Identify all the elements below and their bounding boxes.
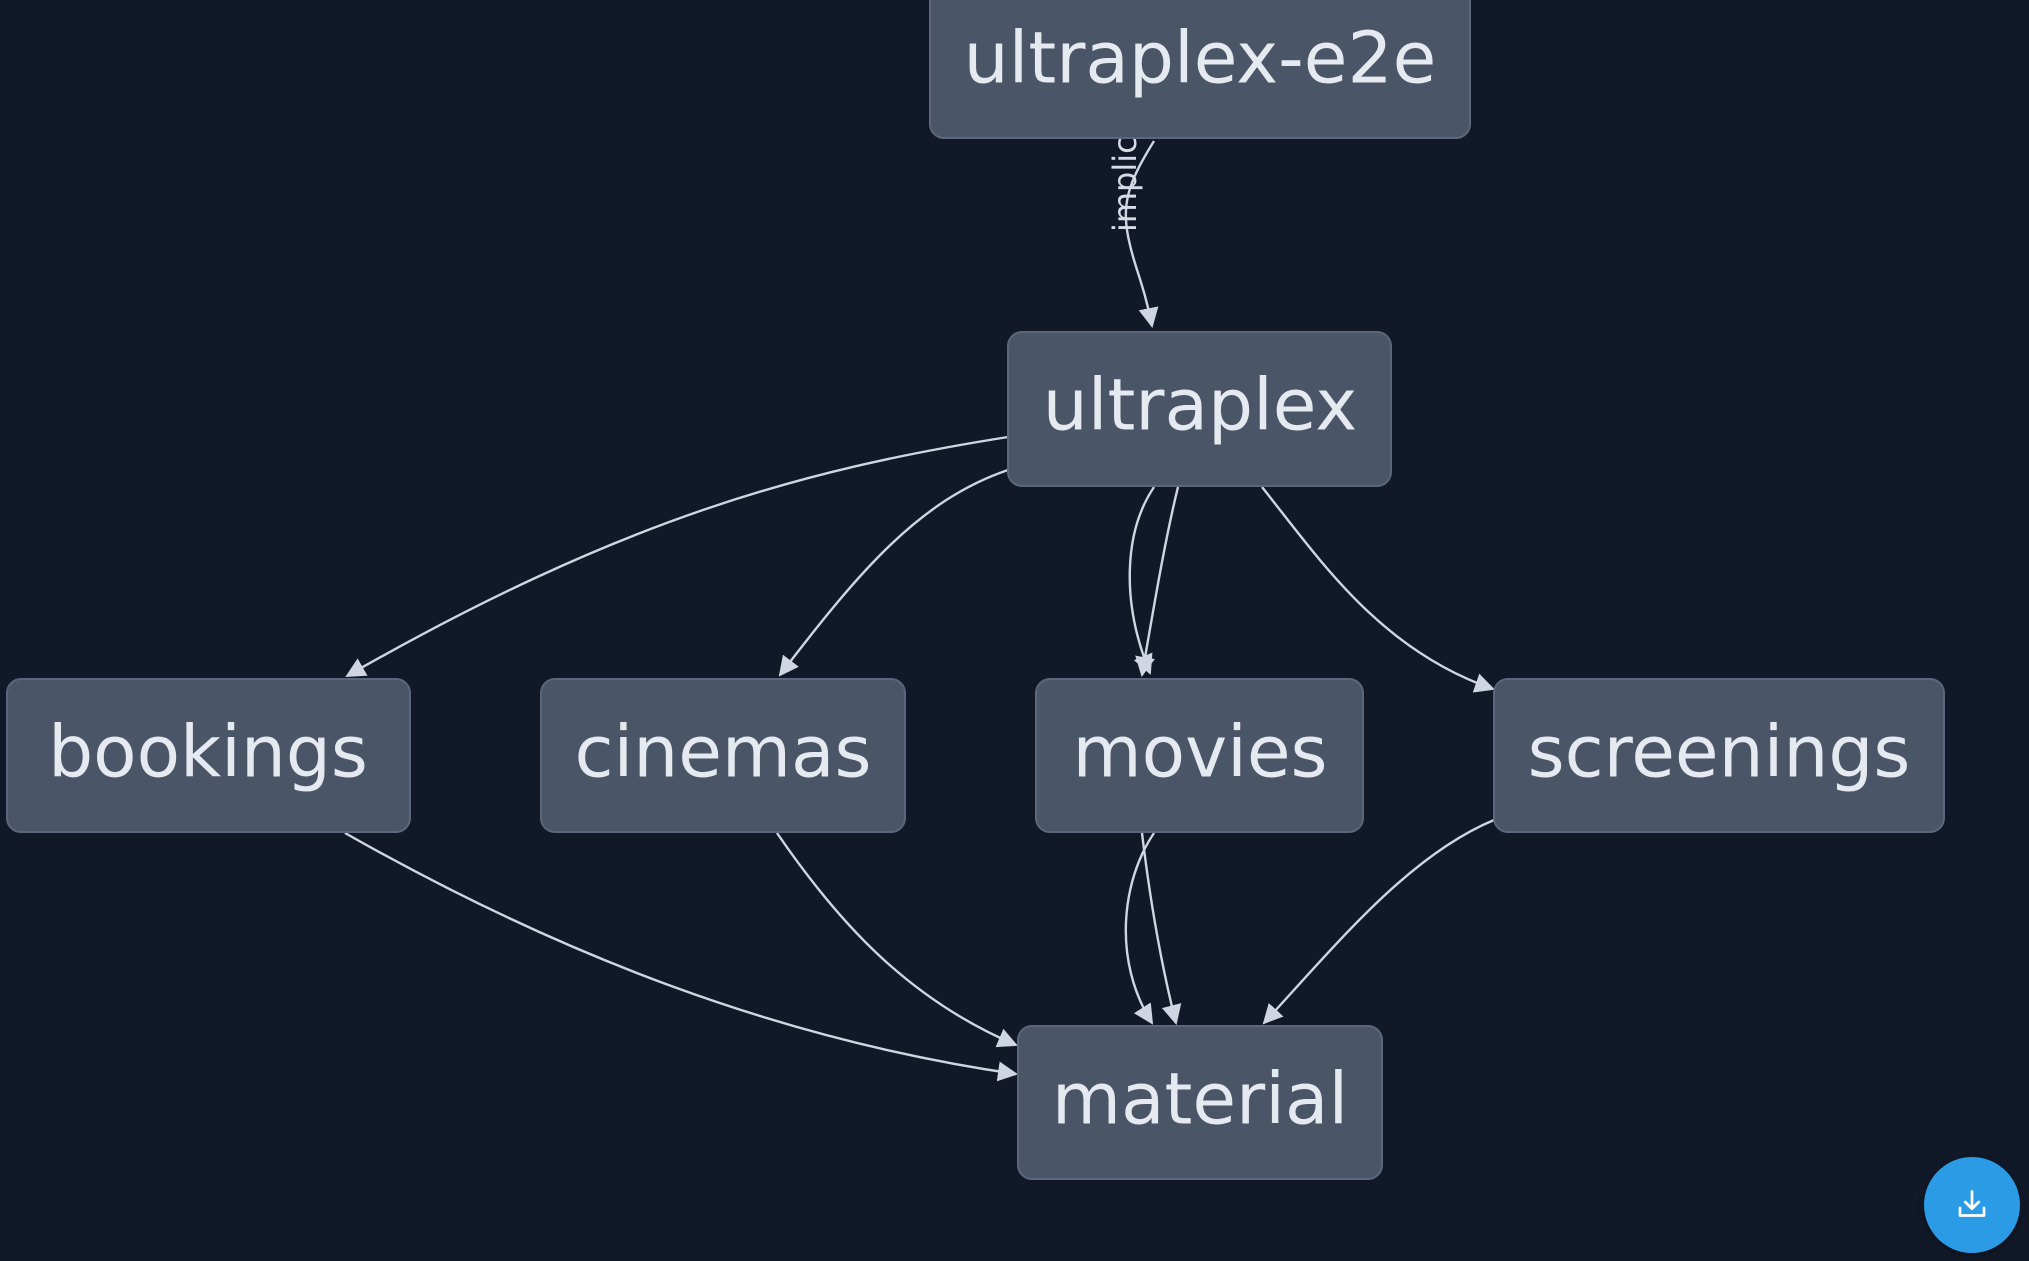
node-label: cinemas xyxy=(574,711,871,794)
edge-movies-to-material-2 xyxy=(1140,832,1182,1025)
download-icon xyxy=(1958,1190,1986,1217)
node-label: screenings xyxy=(1528,711,1911,794)
node-cinemas[interactable]: cinemas xyxy=(540,678,906,833)
edge-ultraplex-to-screenings xyxy=(1261,486,1495,693)
node-bookings[interactable]: bookings xyxy=(6,678,411,833)
node-ultraplex-e2e[interactable]: ultraplex-e2e xyxy=(929,0,1471,139)
edge-ultraplex-to-cinemas xyxy=(778,468,1009,677)
node-label: ultraplex-e2e xyxy=(964,17,1437,100)
node-movies[interactable]: movies xyxy=(1035,678,1364,833)
node-label: material xyxy=(1052,1058,1348,1141)
node-screenings[interactable]: screenings xyxy=(1493,678,1945,833)
edge-ultraplex-to-movies-1 xyxy=(1128,486,1155,675)
node-label: bookings xyxy=(48,711,368,794)
edge-ultraplex-to-movies-2 xyxy=(1135,486,1180,677)
edge-screenings-to-material xyxy=(1262,818,1495,1025)
edge-movies-to-material-1 xyxy=(1124,832,1155,1025)
edge-ultraplex-e2e-to-ultraplex: implicit xyxy=(1106,115,1159,328)
edge-bookings-to-material xyxy=(344,831,1018,1082)
download-button[interactable] xyxy=(1924,1157,2020,1253)
node-label: movies xyxy=(1072,711,1327,794)
node-material[interactable]: material xyxy=(1017,1025,1383,1180)
edge-ultraplex-to-bookings xyxy=(345,435,1009,678)
node-ultraplex[interactable]: ultraplex xyxy=(1007,331,1392,487)
node-label: ultraplex xyxy=(1043,364,1358,447)
edge-cinemas-to-material xyxy=(776,832,1018,1048)
